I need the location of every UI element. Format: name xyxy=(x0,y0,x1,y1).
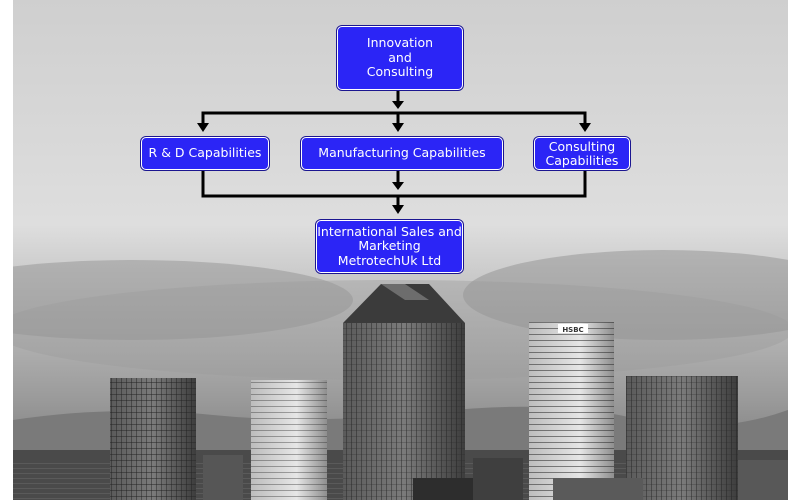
node-manufacturing-capabilities: Manufacturing Capabilities xyxy=(301,137,503,170)
node-rd-capabilities: R & D Capabilities xyxy=(141,137,269,170)
node-consulting-capabilities: Consulting Capabilities xyxy=(534,137,630,170)
node-innovation-consulting-label: Innovation and Consulting xyxy=(366,35,434,80)
arrowhead-rd xyxy=(197,123,209,132)
node-consulting-capabilities-label: Consulting Capabilities xyxy=(545,139,619,168)
node-manufacturing-capabilities-label: Manufacturing Capabilities xyxy=(318,145,486,161)
arrowhead-top xyxy=(392,101,404,109)
node-rd-capabilities-label: R & D Capabilities xyxy=(148,145,262,161)
arrowhead-mid xyxy=(392,182,404,190)
node-international-sales: International Sales and Marketing Metrot… xyxy=(316,220,463,273)
node-innovation-consulting: Innovation and Consulting xyxy=(337,26,463,90)
svg-text:HSBC: HSBC xyxy=(562,326,583,334)
arrowhead-consulting xyxy=(579,123,591,132)
arrowhead-bottom xyxy=(392,205,404,214)
node-international-sales-label: International Sales and Marketing Metrot… xyxy=(317,223,462,268)
arrowhead-manufacturing xyxy=(392,123,404,132)
